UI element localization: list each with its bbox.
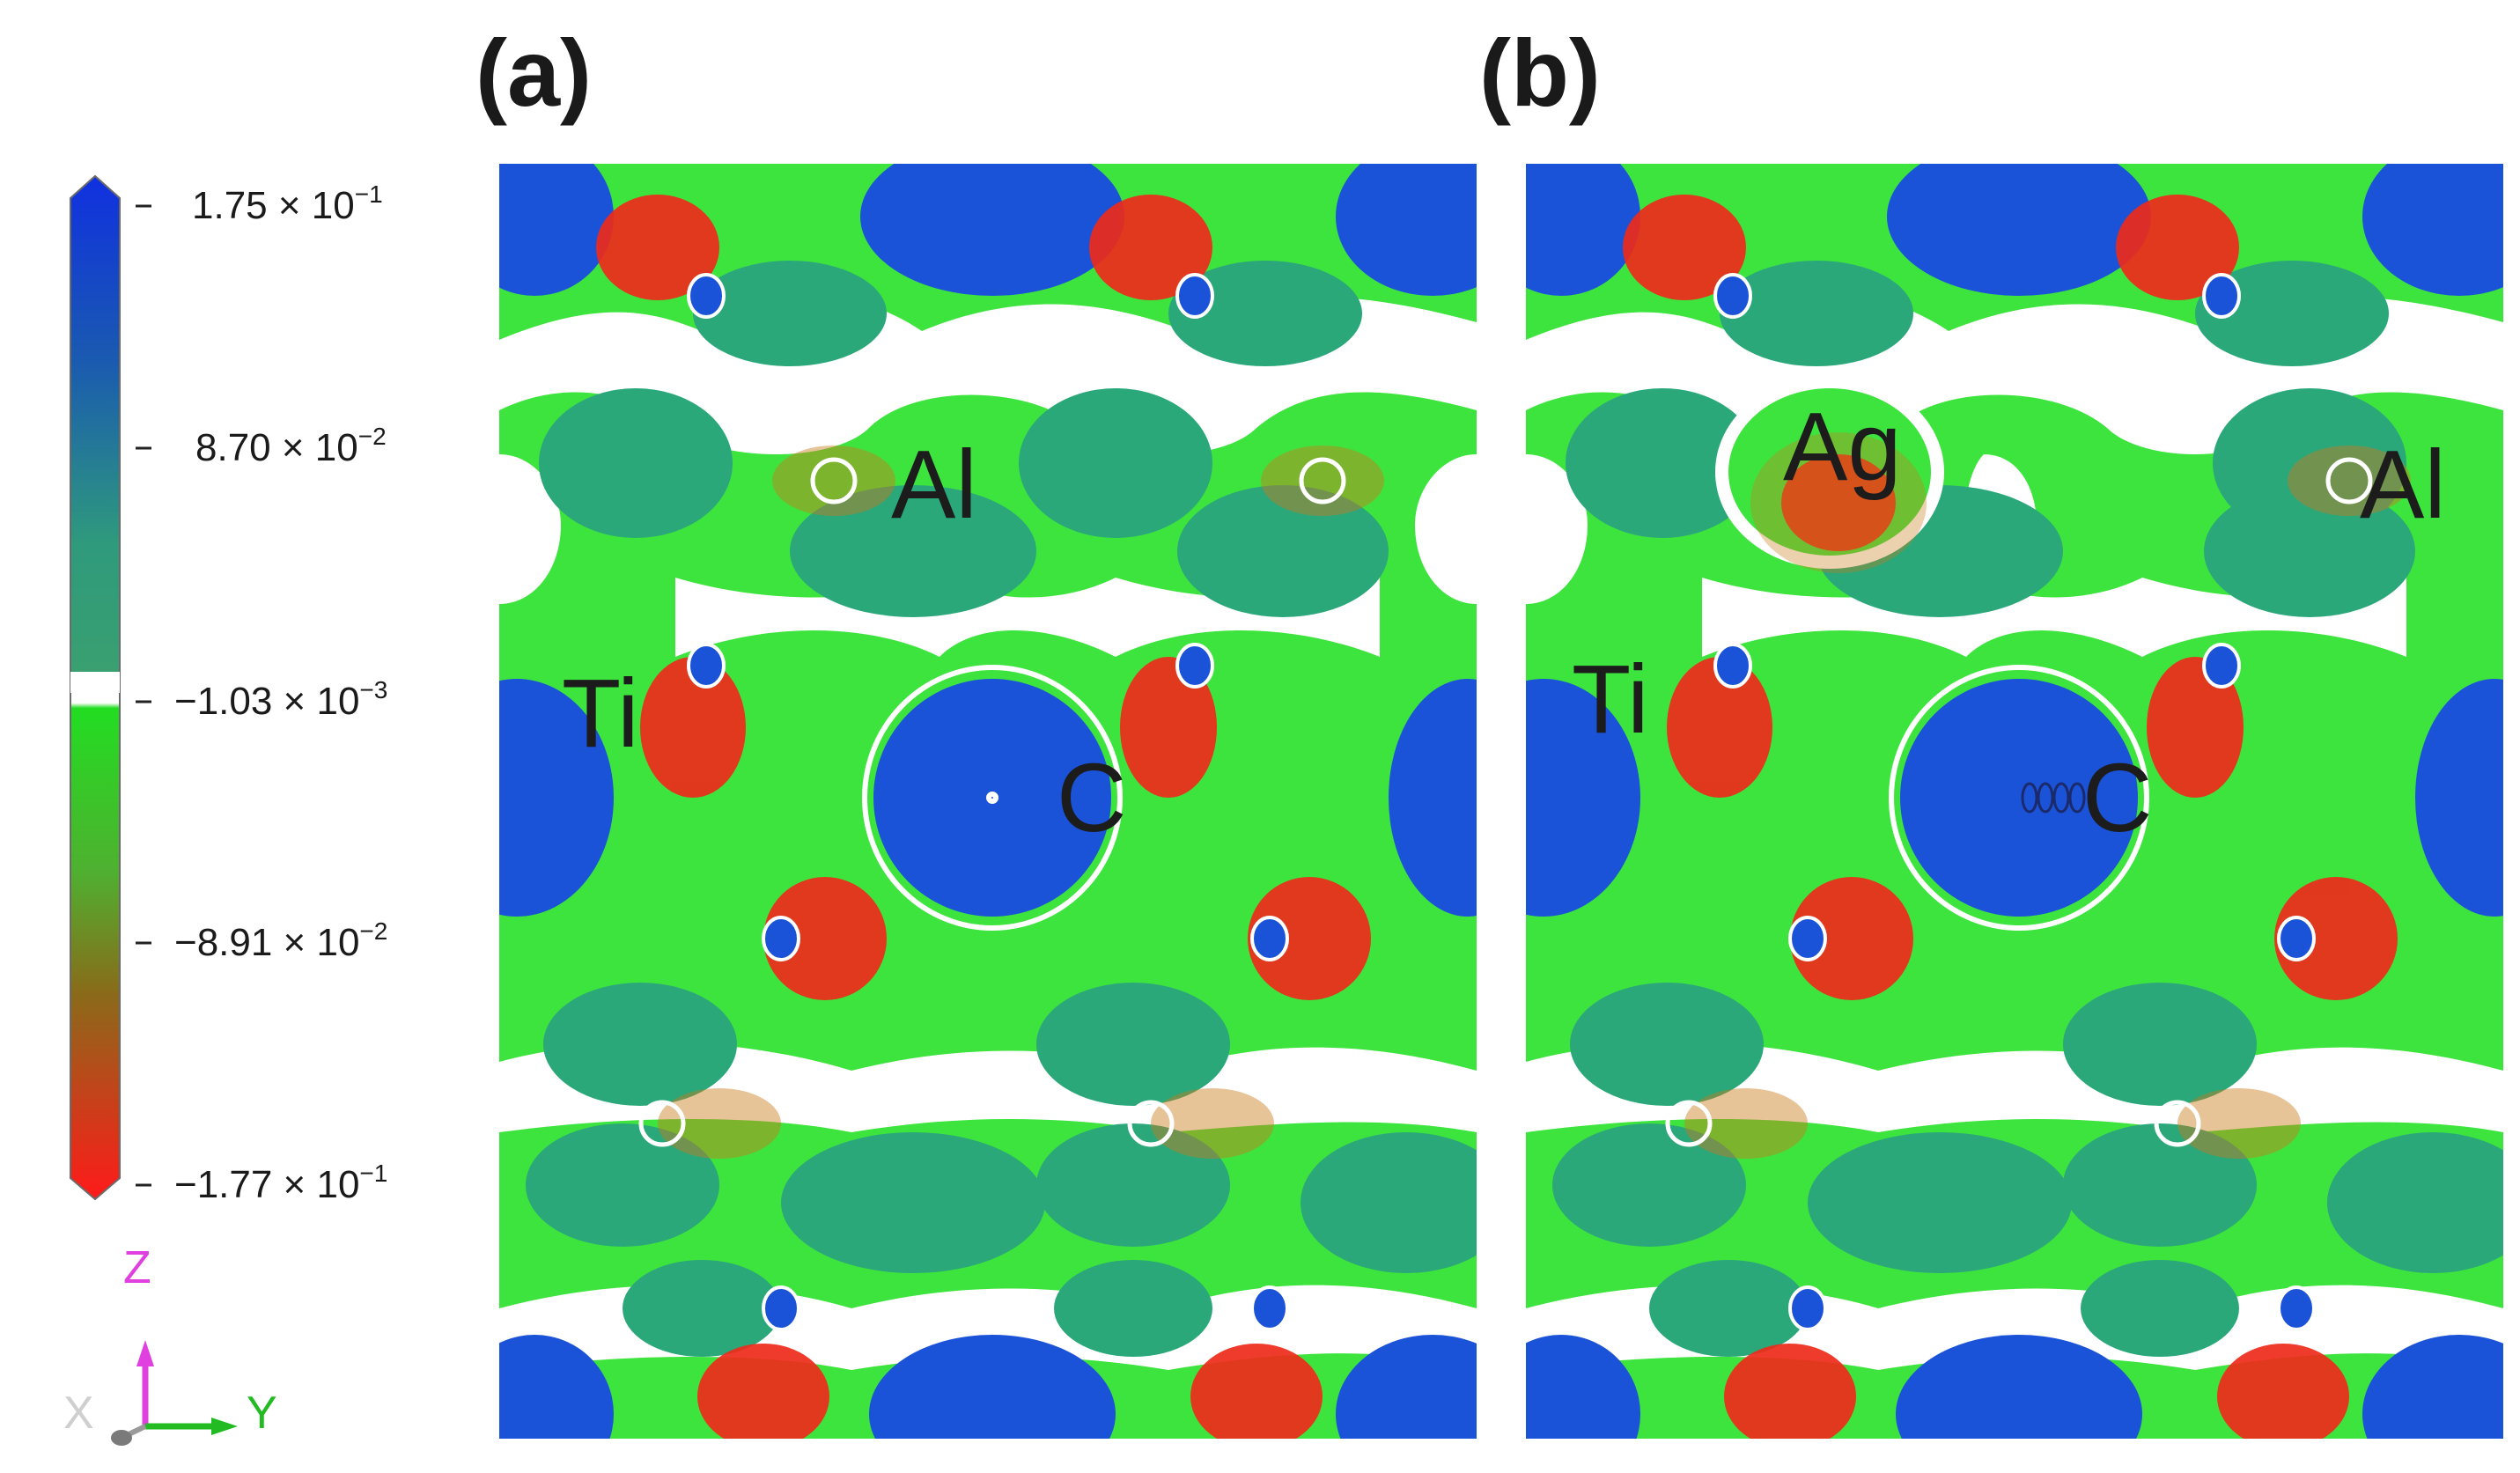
colorbar-white-band bbox=[70, 672, 120, 693]
atom-label-b-al: Al bbox=[2360, 431, 2446, 539]
colorbar-tick-1: 1.75 × 10−1 bbox=[192, 180, 383, 227]
axis-label-x: X bbox=[63, 1388, 94, 1439]
panel-label-b: (b) bbox=[1479, 19, 1601, 126]
charge-density-map-b bbox=[1526, 164, 2503, 1439]
axis-label-z: Z bbox=[123, 1242, 151, 1293]
colorbar-tick-4: −8.91 × 10−2 bbox=[174, 917, 388, 964]
colorbar-ticks bbox=[136, 204, 151, 1187]
panel-label-a: (a) bbox=[475, 19, 592, 126]
colorbar bbox=[70, 174, 151, 1201]
atom-label-b-c: C bbox=[2082, 744, 2153, 852]
charge-density-map-a bbox=[499, 164, 1477, 1439]
colorbar-tick-3: −1.03 × 10−3 bbox=[174, 676, 388, 723]
atom-label-a-c: C bbox=[1057, 744, 1127, 852]
atom-label-a-ti: Ti bbox=[562, 659, 639, 768]
atom-label-b-ti: Ti bbox=[1572, 645, 1649, 754]
colorbar-tick-5: −1.77 × 10−1 bbox=[174, 1160, 388, 1206]
atom-label-a-al: Al bbox=[891, 431, 977, 539]
atom-label-b-ag: Ag bbox=[1783, 393, 1902, 501]
colorbar-tick-2: 8.70 × 10−2 bbox=[195, 423, 387, 469]
axis-label-y: Y bbox=[247, 1388, 277, 1439]
axes-triad bbox=[111, 1340, 238, 1446]
